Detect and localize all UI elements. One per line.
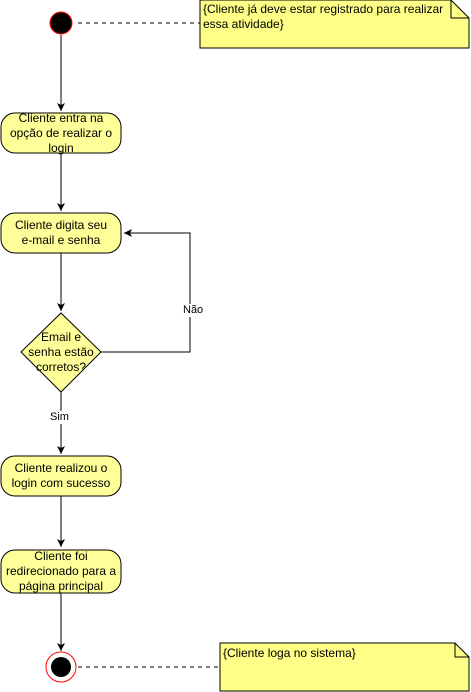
activity-redirect-shape	[0, 549, 122, 594]
activity-login-success: Cliente realizou o login com sucesso	[11, 461, 111, 490]
decision-credentials-correct: Email e senha estão corretos?	[28, 330, 94, 374]
note-bottom: {Cliente loga no sistema}	[223, 646, 356, 660]
note-bottom-shape	[219, 642, 470, 692]
decision-shape	[20, 312, 102, 393]
activity-type-credentials: Cliente digita seu e-mail e senha	[14, 218, 108, 247]
note-bottom-fold	[454, 643, 469, 658]
final-node-core	[51, 657, 71, 677]
activity-login-option: Cliente entra na opção de realizar o log…	[9, 110, 113, 155]
activity-type-credentials-shape	[0, 212, 122, 254]
edge-label-no: Não	[182, 304, 205, 317]
flow-decision-no-loop	[101, 229, 191, 353]
activity-redirect-home: Cliente foi redirecionado para a página …	[5, 549, 117, 593]
note-top-shape	[199, 0, 470, 49]
note-top: {Cliente já deve estar registrado para r…	[203, 2, 444, 31]
initial-node	[49, 11, 73, 35]
activity-login-option-shape	[0, 112, 122, 154]
edge-label-yes: Sim	[49, 411, 70, 424]
note-top-fold	[450, 0, 469, 19]
activity-login-success-shape	[0, 455, 122, 497]
